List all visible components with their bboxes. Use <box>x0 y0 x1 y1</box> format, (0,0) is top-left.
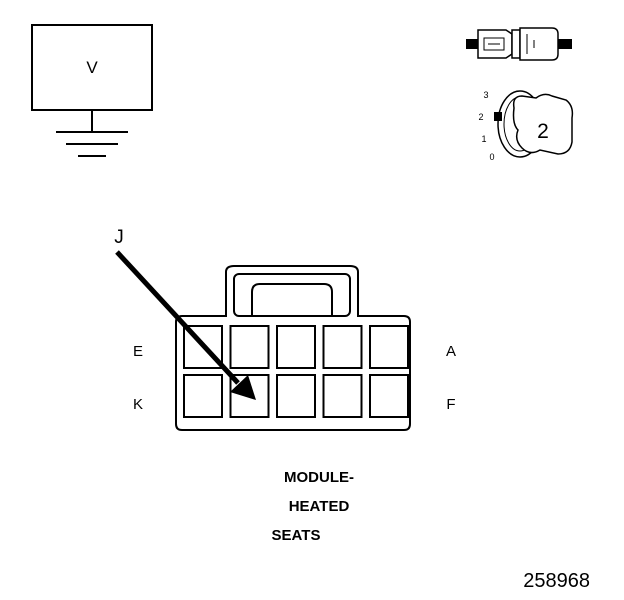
callout-arrow <box>115 250 256 400</box>
switch-selector-marker <box>494 112 502 121</box>
connector-latch <box>233 273 351 317</box>
voltmeter: V <box>31 24 153 157</box>
ground-symbol <box>56 131 128 157</box>
connector-cavity <box>322 325 363 369</box>
test-probe-icon <box>466 27 572 61</box>
switch-position-0: 0 <box>489 152 494 162</box>
connector-cavity <box>369 374 409 418</box>
connector-cavity <box>276 374 316 418</box>
caption-line-3: SEATS <box>272 527 321 544</box>
row2-left-label: K <box>133 396 143 413</box>
connector <box>175 265 411 431</box>
switch-selected-position: 2 <box>537 120 549 143</box>
connector-cavity <box>183 374 223 418</box>
switch-position-1: 1 <box>481 134 486 144</box>
connector-cavity <box>322 374 363 418</box>
connector-cavity <box>369 325 409 369</box>
row2-right-label: F <box>446 396 455 413</box>
caption-line-2: HEATED <box>289 498 350 515</box>
switch-position-2: 2 <box>478 112 483 122</box>
callout-label: J <box>114 227 124 248</box>
figure-number: 258968 <box>523 570 590 592</box>
row1-left-label: E <box>133 343 143 360</box>
connector-cavity <box>229 325 270 369</box>
connector-latch-inner <box>251 283 333 316</box>
rotary-switch-icon: 3 2 1 0 2 <box>478 90 574 162</box>
caption-line-1: MODULE- <box>284 469 354 486</box>
switch-position-3: 3 <box>483 90 488 100</box>
voltmeter-label: V <box>86 58 98 77</box>
row1-right-label: A <box>446 343 456 360</box>
connector-cavity <box>276 325 316 369</box>
